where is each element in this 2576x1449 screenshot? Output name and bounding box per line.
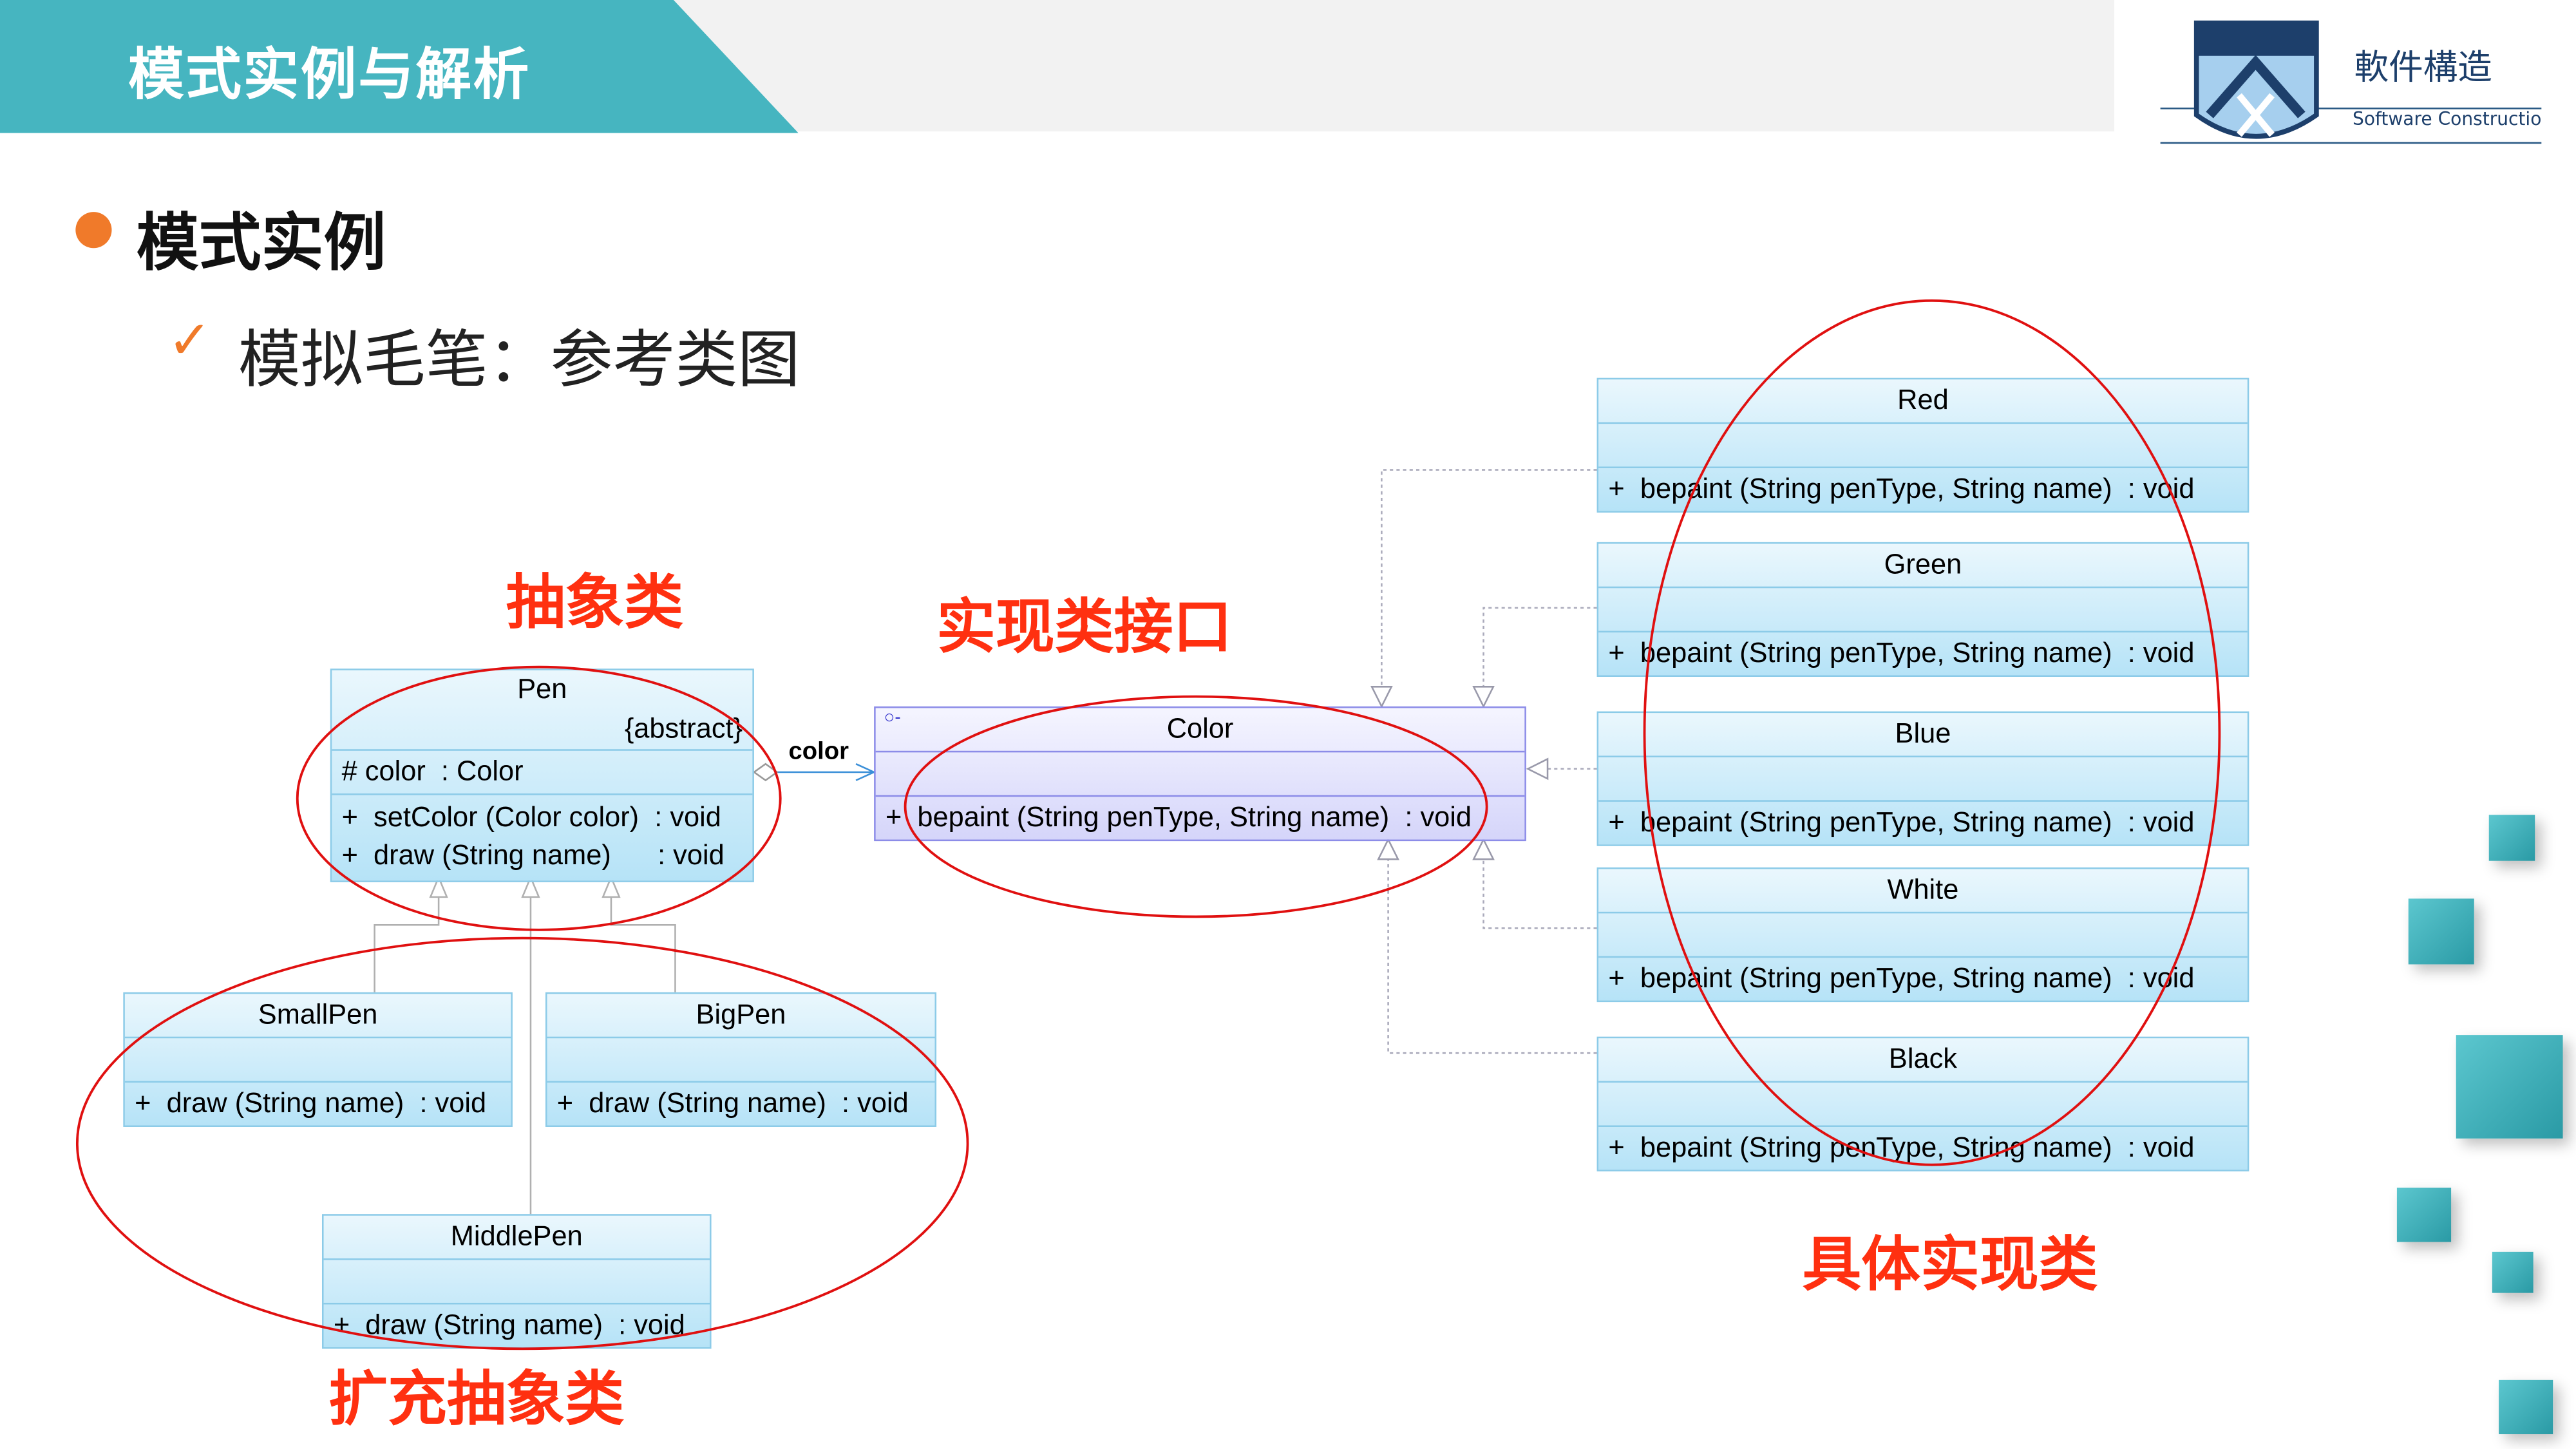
class-name: Red	[1598, 379, 2248, 424]
class-green[interactable]: Green + bepaint (String penType, String …	[1596, 542, 2249, 677]
interface-icon: ○-	[884, 708, 901, 728]
class-operation: + draw (String name) : void	[556, 1087, 909, 1119]
label-refined-abstraction: 扩充抽象类	[328, 1367, 625, 1435]
checkmark-icon: ✓	[167, 308, 212, 372]
class-attribute: # color : Color	[332, 751, 753, 795]
decorative-cube	[2492, 1251, 2533, 1293]
header-title-band	[0, 0, 799, 133]
class-middlepen[interactable]: MiddlePen + draw (String name) : void	[321, 1214, 712, 1349]
class-name: SmallPen	[124, 994, 511, 1039]
class-stereotype: {abstract}	[332, 710, 753, 751]
class-red[interactable]: Red + bepaint (String penType, String na…	[1596, 377, 2249, 513]
decorative-cube	[2396, 1188, 2452, 1242]
class-name: BigPen	[547, 994, 935, 1039]
label-abstract-class: 抽象类	[506, 570, 684, 638]
class-operation: + bepaint (String penType, String name) …	[1608, 473, 2195, 505]
university-logo: 軟件構造 Software Construction	[2160, 20, 2541, 144]
class-operation: + bepaint (String penType, String name) …	[1608, 637, 2195, 669]
class-name: Black	[1598, 1038, 2248, 1083]
class-smallpen[interactable]: SmallPen + draw (String name) : void	[123, 992, 513, 1127]
class-name: Color	[875, 708, 1525, 753]
section-subheading: 模拟毛笔：参考类图	[238, 323, 800, 396]
decorative-cube	[2408, 898, 2474, 965]
class-operation: + bepaint (String penType, String name) …	[1608, 962, 2195, 994]
class-name: Green	[1598, 544, 2248, 589]
class-operation: + setColor (Color color) : void	[341, 801, 721, 833]
class-operation: + draw (String name) : void	[333, 1309, 685, 1341]
label-implementor-interface: 实现类接口	[936, 594, 1233, 663]
class-operation: + bepaint (String penType, String name) …	[1608, 806, 2195, 838]
class-bigpen[interactable]: BigPen + draw (String name) : void	[545, 992, 937, 1127]
decorative-cube	[2488, 815, 2535, 861]
association-label: color	[788, 737, 849, 766]
decorative-cube	[2456, 1035, 2563, 1139]
class-operation: + draw (String name) : void	[135, 1087, 487, 1119]
class-operation: + bepaint (String penType, String name) …	[1608, 1132, 2195, 1164]
decorative-cube	[2499, 1379, 2553, 1435]
class-operation: + draw (String name) : void	[341, 839, 724, 871]
logo-course-en: Software Construction	[2353, 108, 2541, 129]
class-white[interactable]: White + bepaint (String penType, String …	[1596, 867, 2249, 1003]
interface-color[interactable]: ○- Color + bepaint (String penType, Stri…	[874, 706, 1526, 842]
class-pen[interactable]: Pen {abstract} # color : Color + setColo…	[330, 668, 754, 882]
section-heading: 模式实例	[136, 207, 386, 279]
slide-title: 模式实例与解析	[128, 43, 531, 109]
class-name: White	[1598, 869, 2248, 914]
class-name: Blue	[1598, 713, 2248, 758]
class-name: MiddlePen	[323, 1216, 710, 1260]
class-black[interactable]: Black + bepaint (String penType, String …	[1596, 1036, 2249, 1171]
class-name: Pen	[517, 673, 567, 705]
label-concrete-implementors: 具体实现类	[1802, 1232, 2098, 1300]
class-blue[interactable]: Blue + bepaint (String penType, String n…	[1596, 711, 2249, 846]
class-operation: + bepaint (String penType, String name) …	[885, 801, 1472, 833]
bullet-dot-icon	[75, 212, 112, 249]
logo-course-cn: 軟件構造	[2354, 46, 2492, 87]
